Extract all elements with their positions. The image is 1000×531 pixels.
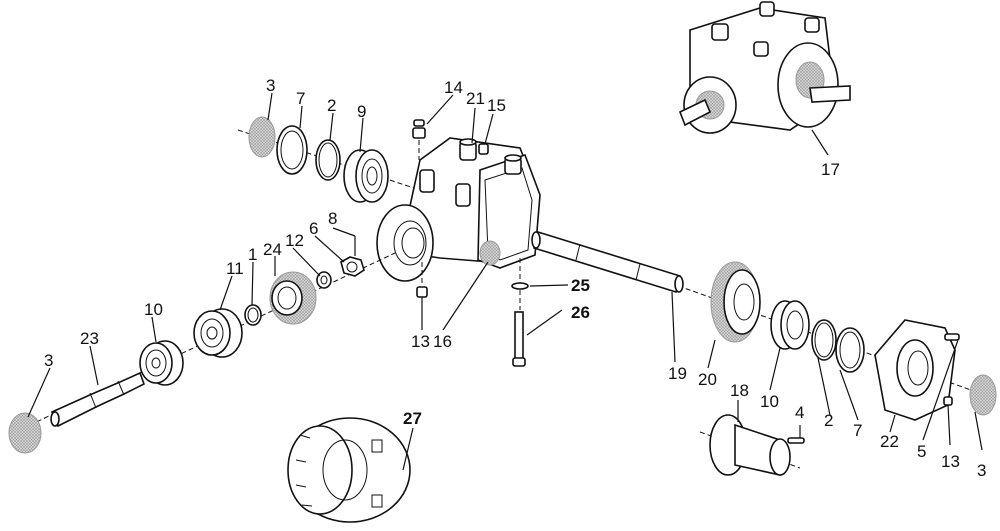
part-assembly-17 [678, 1, 851, 134]
callout-3-lower-left: 3 [44, 351, 53, 370]
part-bearing-10-right [770, 300, 810, 350]
callout-12: 12 [285, 231, 304, 250]
callout-19: 19 [668, 364, 687, 383]
callout-8: 8 [328, 209, 337, 228]
callout-16: 16 [433, 332, 452, 351]
part-cap-3-lower-left [8, 412, 42, 454]
part-screw-4 [787, 437, 805, 444]
callout-22: 22 [880, 432, 899, 451]
part-shield-27 [287, 417, 411, 523]
part-shim-2-upper [315, 139, 341, 181]
callout-2-upper: 2 [327, 96, 336, 115]
callout-4: 4 [795, 403, 804, 422]
callout-17: 17 [821, 160, 840, 179]
callout-11: 11 [226, 259, 244, 278]
callout-2-right: 2 [824, 411, 833, 430]
part-screw-5 [944, 333, 960, 341]
part-shim-2-right [811, 319, 837, 361]
part-bearing-9 [343, 149, 389, 203]
part-bearing-10-left [139, 340, 184, 386]
part-bevel-gear-20 [710, 261, 761, 343]
callout-24: 24 [263, 240, 282, 259]
part-cap-3-right [969, 374, 997, 416]
part-bevel-gear-24 [269, 271, 317, 325]
callout-13-right: 13 [941, 452, 960, 471]
part-cap-3-upper [248, 116, 276, 158]
part-bearing-11 [193, 308, 243, 358]
callout-21: 21 [466, 89, 485, 108]
part-hub-18 [699, 414, 801, 476]
part-input-shaft-23 [50, 371, 145, 428]
callout-6: 6 [309, 219, 318, 238]
callout-3-right: 3 [977, 461, 986, 480]
part-bolt-26 [512, 311, 526, 367]
part-output-shaft-19 [531, 230, 684, 294]
part-castle-nut-6 [340, 256, 365, 277]
callout-1: 1 [248, 245, 257, 264]
callout-10-right: 10 [760, 392, 779, 411]
part-plug-15 [478, 143, 489, 155]
part-cover-plate-22 [874, 319, 956, 421]
callout-20: 20 [698, 370, 717, 389]
callout-labels: 3 7 2 9 14 21 15 8 6 12 24 1 11 10 23 3 … [44, 76, 986, 480]
part-plug-13-right [943, 396, 953, 406]
part-washer-25 [511, 258, 529, 310]
part-housing-16 [376, 137, 541, 282]
callout-23: 23 [80, 329, 99, 348]
part-vent-plug-14 [412, 119, 426, 160]
callout-9: 9 [357, 102, 366, 121]
part-shim-1 [244, 304, 262, 326]
callout-13-housing: 13 [411, 332, 430, 351]
callout-5: 5 [917, 442, 926, 461]
leader-lines [27, 92, 983, 471]
callout-25: 25 [571, 276, 590, 295]
callout-3-upper: 3 [266, 76, 275, 95]
part-washer-12 [316, 271, 332, 289]
callout-15: 15 [487, 96, 506, 115]
callout-14: 14 [444, 78, 463, 97]
part-circlip-7-right [835, 327, 865, 373]
callout-10-left: 10 [144, 300, 163, 319]
callout-26: 26 [571, 303, 590, 322]
callout-7-right: 7 [853, 421, 862, 440]
callout-7-upper: 7 [296, 89, 305, 108]
part-circlip-7-upper [276, 125, 308, 175]
callout-18: 18 [730, 381, 749, 400]
callout-27: 27 [403, 409, 422, 428]
